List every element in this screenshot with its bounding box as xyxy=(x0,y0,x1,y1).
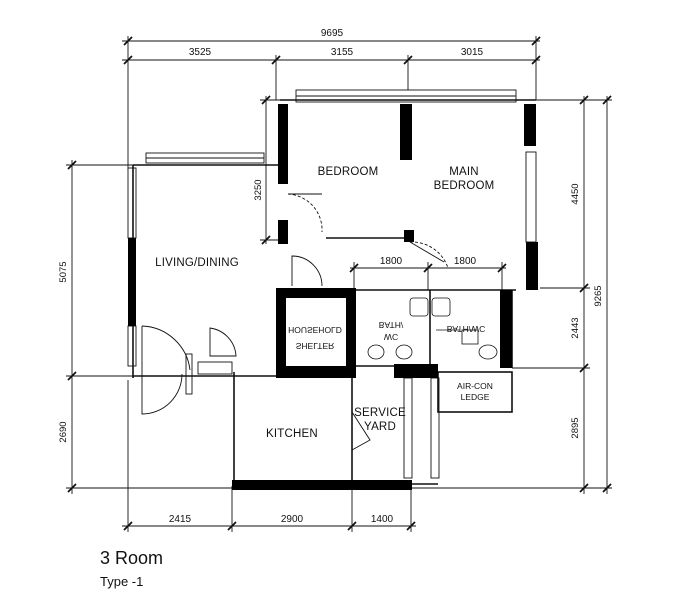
dim-bottom-3: 1400 xyxy=(371,514,394,525)
dim-bottom-2: 2900 xyxy=(281,514,304,525)
dim-right-overall: 9265 xyxy=(593,285,604,306)
dim-right-upper: 4450 xyxy=(570,183,581,204)
doors xyxy=(141,193,449,451)
room-aircon-line2: LEDGE xyxy=(461,392,490,402)
dim-left-lower: 2690 xyxy=(58,421,69,442)
dim-bedroom-depth: 3250 xyxy=(253,179,264,200)
dim-bath-2: 1800 xyxy=(454,256,477,267)
room-main-bedroom-line2: BEDROOM xyxy=(434,180,495,192)
room-bath-mid-line1: BATH/ xyxy=(379,320,404,330)
dim-top-3: 3015 xyxy=(461,47,484,58)
dim-bath-1: 1800 xyxy=(380,256,403,267)
dim-top-2: 3155 xyxy=(331,47,354,58)
dim-left-upper: 5075 xyxy=(58,261,69,282)
dim-overall-width: 9695 xyxy=(321,28,344,39)
dimension-ticks xyxy=(67,36,612,531)
room-bath-right: BATH/WC xyxy=(447,324,486,334)
dim-right-lower: 2895 xyxy=(570,417,581,438)
dim-bottom-1: 2415 xyxy=(169,514,192,525)
room-household-shelter-line2: SHELTER xyxy=(296,341,335,351)
plan-title: 3 Room xyxy=(100,548,164,568)
dim-right-middle: 2443 xyxy=(570,317,581,338)
room-service-yard-line2: YARD xyxy=(364,421,396,433)
plan-subtitle: Type -1 xyxy=(100,574,144,589)
room-kitchen: KITCHEN xyxy=(266,428,318,440)
room-living-dining: LIVING/DINING xyxy=(155,257,239,269)
room-household-shelter-line1: HOUSEHOLD xyxy=(288,325,342,335)
room-aircon-line1: AIR-CON xyxy=(457,381,493,391)
windows xyxy=(127,89,537,479)
dimension-labels: 9695 3525 3155 3015 2415 2900 1400 1800 … xyxy=(58,28,604,525)
walls-structural xyxy=(128,104,538,490)
room-labels: BEDROOM MAIN BEDROOM LIVING/DINING KITCH… xyxy=(155,166,494,440)
dim-top-1: 3525 xyxy=(189,47,212,58)
room-bath-mid-line2: WC xyxy=(384,332,398,342)
room-bedroom: BEDROOM xyxy=(318,166,379,178)
room-service-yard-line1: SERVICE xyxy=(354,407,406,419)
room-main-bedroom-line1: MAIN xyxy=(449,166,479,178)
bath-fixtures xyxy=(367,297,498,360)
